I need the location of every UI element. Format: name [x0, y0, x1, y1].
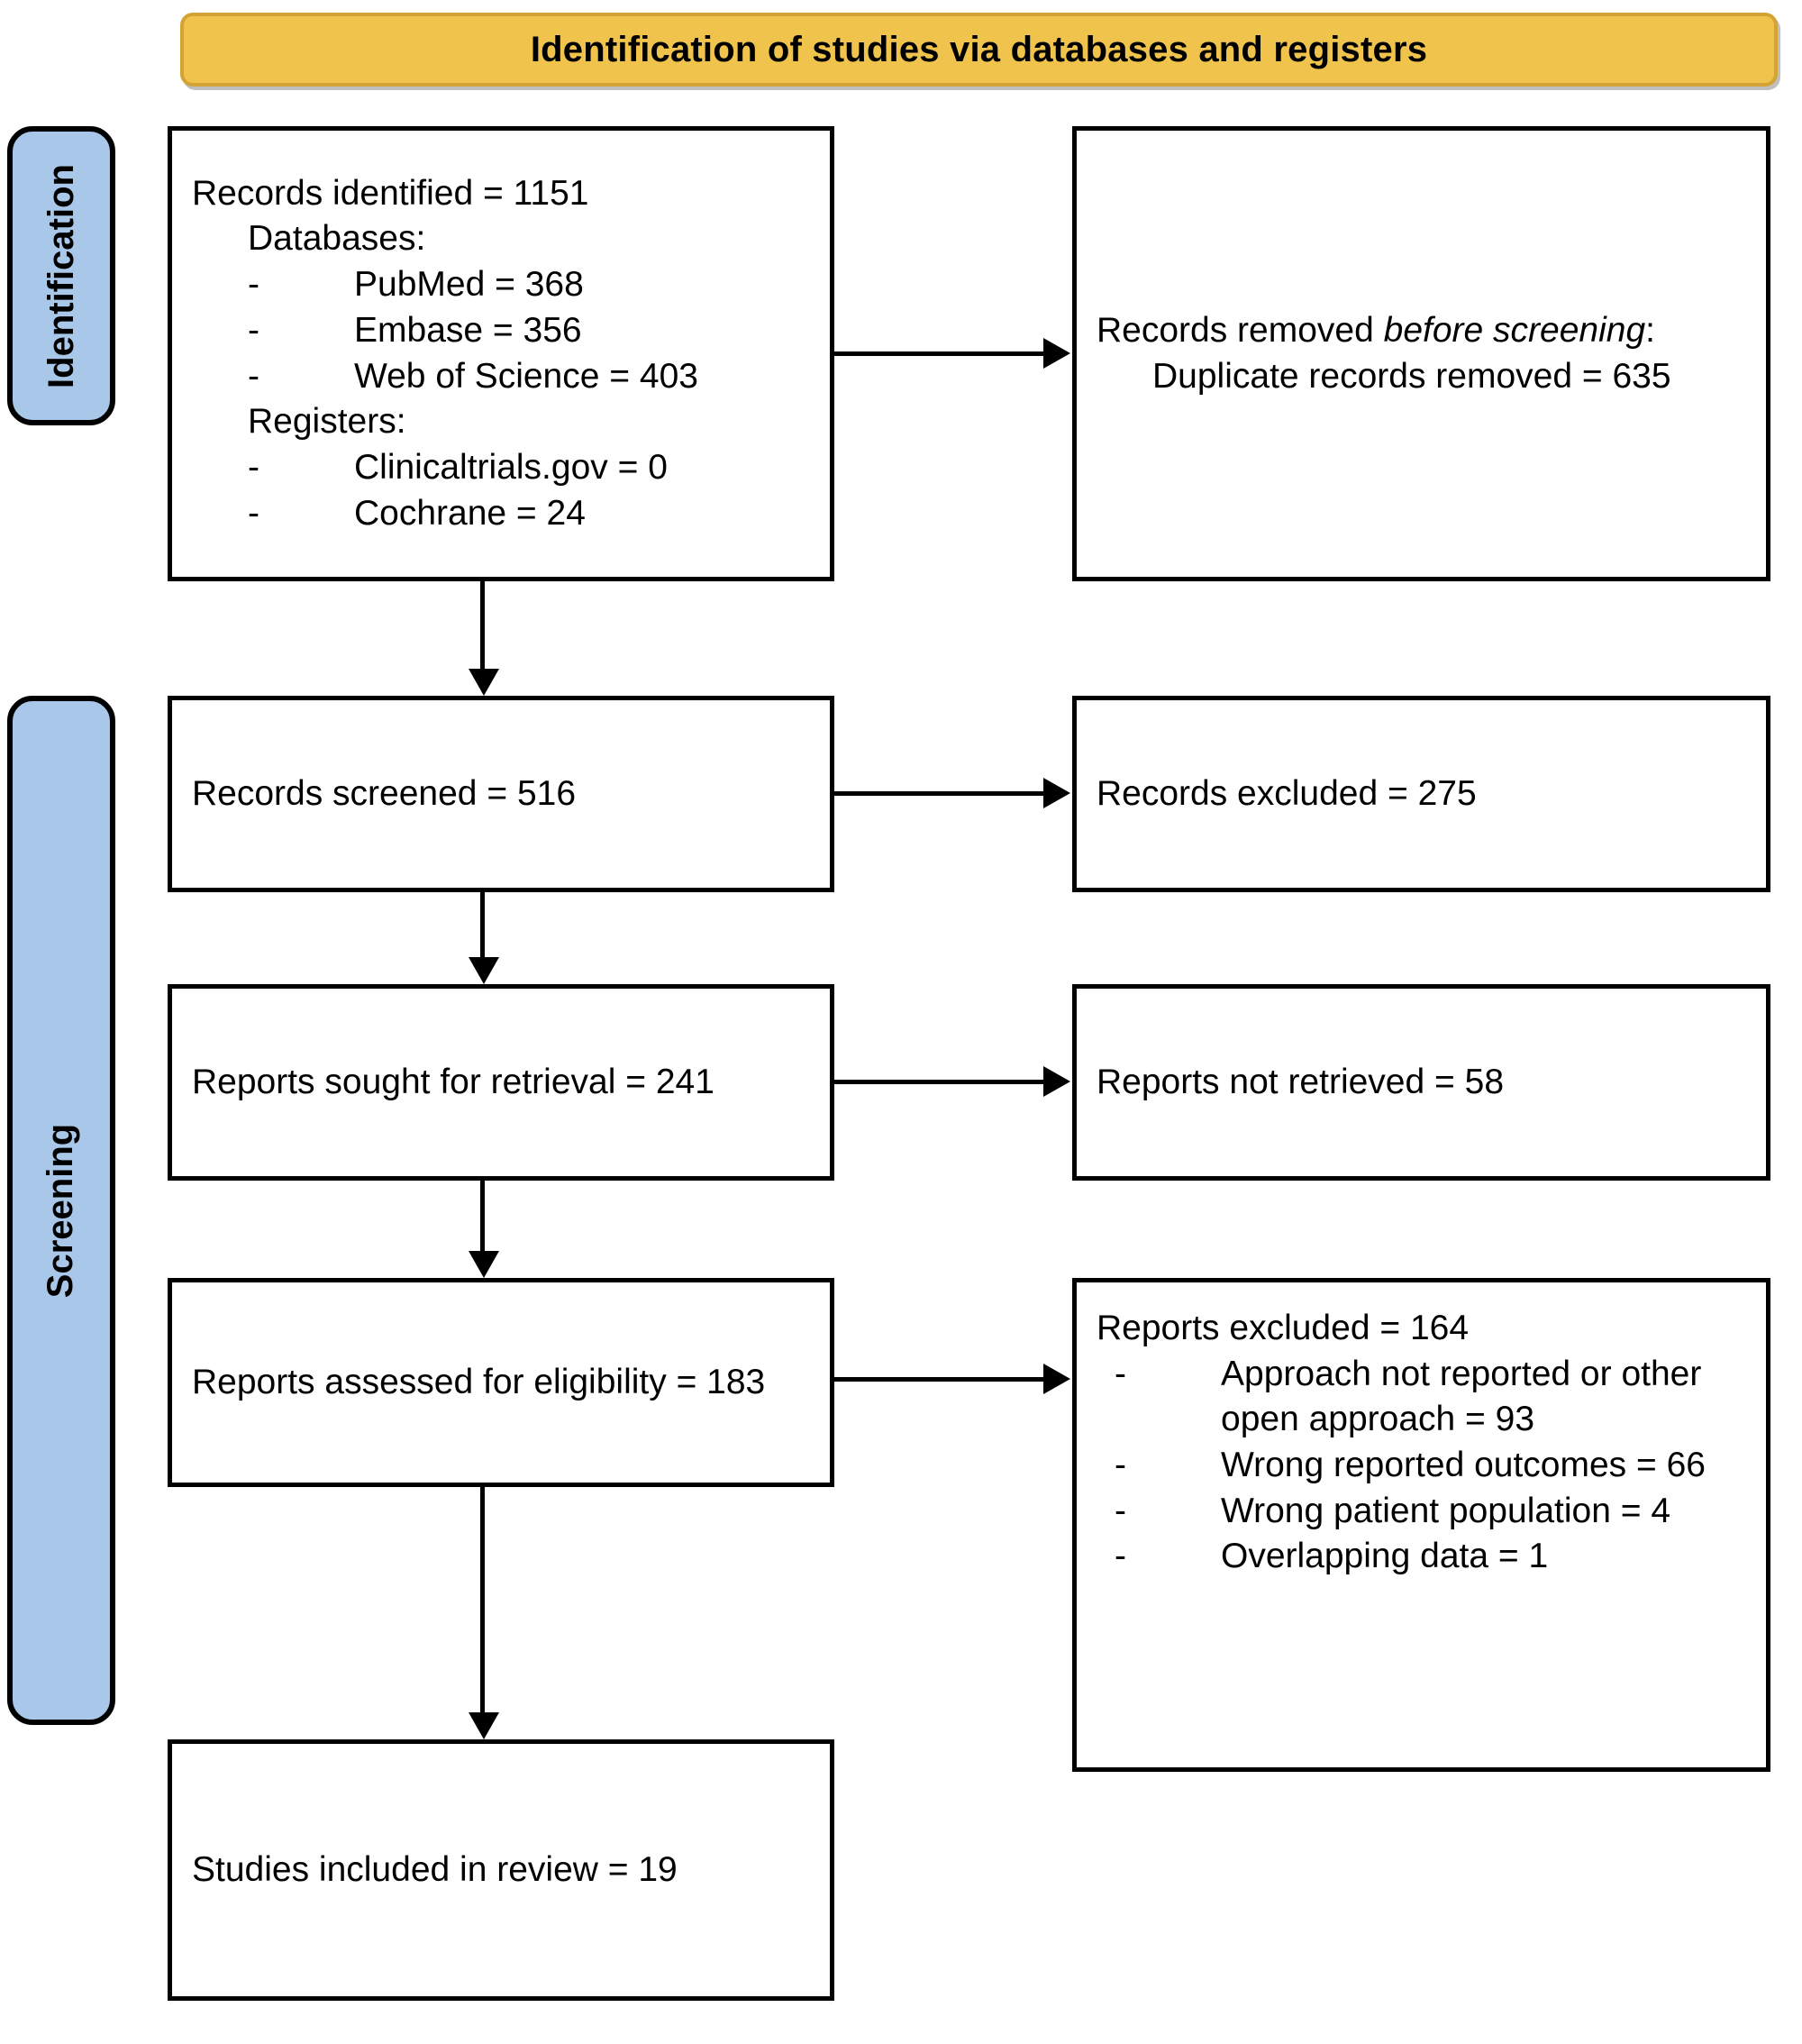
dash-marker-icon: -: [1115, 1491, 1126, 1530]
dash-marker-icon: -: [248, 493, 259, 533]
exclusion-reason-approach: Approach not reported or other open appr…: [1221, 1354, 1702, 1439]
dash-marker-icon: -: [248, 265, 259, 305]
studies-included-text: Studies included in review = 19: [192, 1849, 678, 1889]
records-removed-emphasis: before screening: [1383, 310, 1646, 350]
exclusion-reason-population: Wrong patient population = 4: [1221, 1491, 1671, 1530]
box-records-excluded: Records excluded = 275: [1072, 696, 1770, 892]
arrowhead-sought-to-not-retrieved: [1043, 1066, 1070, 1097]
dash-marker-icon: -: [1115, 1354, 1126, 1393]
list-item: - Overlapping data = 1: [1115, 1534, 1746, 1580]
stage-label-screening-text: Screening: [41, 1123, 81, 1298]
dash-marker-icon: -: [1115, 1446, 1126, 1485]
box-reports-sought: Reports sought for retrieval = 241: [168, 984, 834, 1181]
diagram-title: Identification of studies via databases …: [530, 29, 1428, 69]
databases-label: Databases:: [248, 219, 426, 259]
register-cochrane: Cochrane = 24: [354, 493, 586, 533]
connector-sought-to-assessed: [480, 1181, 485, 1251]
duplicate-records-removed: Duplicate records removed = 635: [1152, 356, 1671, 396]
dash-marker-icon: -: [1115, 1537, 1126, 1576]
list-item: - PubMed = 368: [248, 262, 810, 308]
list-item: - Cochrane = 24: [248, 491, 810, 537]
connector-assessed-to-reports-excluded: [834, 1377, 1043, 1382]
list-item: - Wrong reported outcomes = 66: [1115, 1443, 1746, 1489]
list-item: - Approach not reported or other open app…: [1115, 1352, 1746, 1443]
databases-list: - PubMed = 368 - Embase = 356 - Web of Scie…: [192, 262, 810, 399]
connector-identified-to-screened: [480, 581, 485, 669]
list-item: - Wrong patient population = 4: [1115, 1489, 1746, 1535]
connector-screened-to-sought: [480, 892, 485, 957]
records-excluded-text: Records excluded = 275: [1097, 773, 1477, 813]
records-removed-prefix: Records removed: [1097, 310, 1384, 350]
dash-marker-icon: -: [248, 310, 259, 350]
registers-list: - Clinicaltrials.gov = 0 - Cochrane = 24: [192, 445, 810, 536]
stage-label-screening: Screening: [7, 696, 115, 1725]
box-reports-not-retrieved: Reports not retrieved = 58: [1072, 984, 1770, 1181]
box-studies-included: Studies included in review = 19: [168, 1739, 834, 2001]
reports-assessed-text: Reports assessed for eligibility = 183: [192, 1362, 766, 1401]
box-reports-assessed: Reports assessed for eligibility = 183: [168, 1278, 834, 1487]
connector-screened-to-excluded: [834, 791, 1043, 796]
arrowhead-identified-to-screened: [469, 669, 499, 696]
box-records-removed: Records removed before screening: Duplic…: [1072, 126, 1770, 581]
records-identified-lead: Records identified = 1151: [192, 173, 589, 213]
arrowhead-screened-to-sought: [469, 957, 499, 984]
stage-label-identification-text: Identification: [41, 163, 81, 388]
list-item: - Web of Science = 403: [248, 354, 810, 400]
database-embase: Embase = 356: [354, 310, 582, 350]
records-removed-suffix: :: [1645, 310, 1656, 350]
dash-marker-icon: -: [248, 447, 259, 487]
box-reports-excluded-reasons: Reports excluded = 164 - Approach not rep…: [1072, 1278, 1770, 1772]
connector-sought-to-not-retrieved: [834, 1080, 1043, 1084]
exclusion-reason-outcomes: Wrong reported outcomes = 66: [1221, 1446, 1706, 1485]
list-item: - Embase = 356: [248, 308, 810, 354]
diagram-title-banner: Identification of studies via databases …: [180, 13, 1778, 87]
database-pubmed: PubMed = 368: [354, 265, 584, 305]
reports-sought-text: Reports sought for retrieval = 241: [192, 1062, 714, 1101]
exclusion-reason-overlapping: Overlapping data = 1: [1221, 1537, 1549, 1576]
database-web-of-science: Web of Science = 403: [354, 356, 698, 396]
arrowhead-sought-to-assessed: [469, 1251, 499, 1278]
dash-marker-icon: -: [248, 356, 259, 396]
records-screened-text: Records screened = 516: [192, 773, 577, 813]
arrowhead-assessed-to-included: [469, 1712, 499, 1739]
registers-label: Registers:: [248, 402, 406, 442]
exclusion-reasons-list: - Approach not reported or other open app…: [1097, 1352, 1746, 1580]
arrowhead-screened-to-excluded: [1043, 778, 1070, 808]
connector-identified-to-removed: [834, 351, 1043, 356]
arrowhead-assessed-to-reports-excluded: [1043, 1364, 1070, 1394]
box-records-identified: Records identified = 1151 Databases: - Pu…: [168, 126, 834, 581]
connector-assessed-to-included: [480, 1487, 485, 1712]
box-records-screened: Records screened = 516: [168, 696, 834, 892]
arrowhead-identified-to-removed: [1043, 338, 1070, 369]
records-removed-lead: Records removed before screening:: [1097, 308, 1746, 354]
register-clinicaltrials: Clinicaltrials.gov = 0: [354, 447, 668, 487]
reports-not-retrieved-text: Reports not retrieved = 58: [1097, 1062, 1505, 1101]
list-item: - Clinicaltrials.gov = 0: [248, 445, 810, 491]
reports-excluded-lead: Reports excluded = 164: [1097, 1309, 1470, 1347]
stage-label-identification: Identification: [7, 126, 115, 425]
